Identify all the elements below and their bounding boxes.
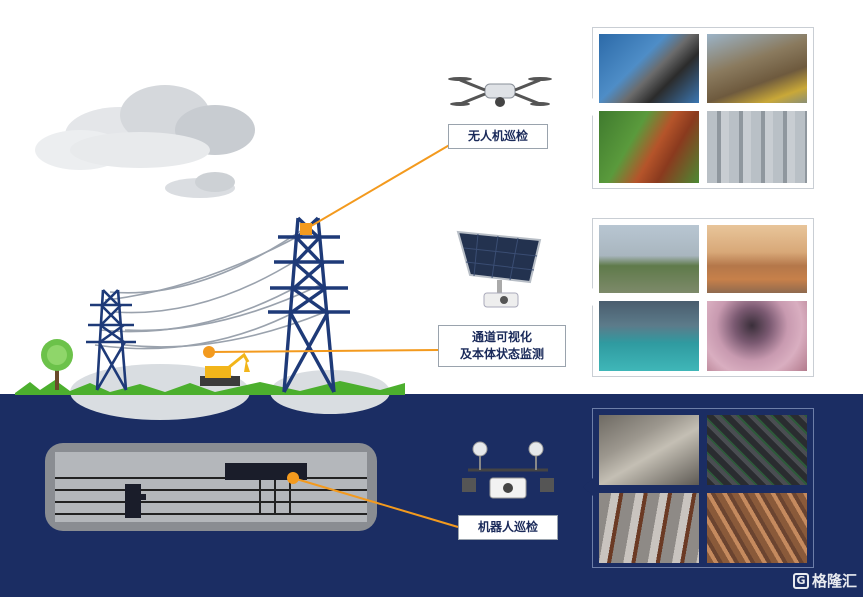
solar-camera-icon	[456, 230, 542, 308]
photo-cable-rack	[707, 415, 807, 485]
tree	[41, 339, 73, 390]
label-channel-monitoring: 通道可视化 及本体状态监测	[438, 325, 566, 367]
small-tower	[86, 289, 136, 391]
watermark: G 格隆汇	[792, 570, 857, 591]
photo-fire-smoke	[707, 301, 807, 371]
photo-construction-crane	[599, 225, 699, 293]
connector-lines	[208, 139, 459, 528]
photo-insulator-red	[599, 111, 699, 183]
label-robot-inspection: 机器人巡检	[458, 515, 558, 540]
cloud-small	[165, 172, 235, 198]
label-channel-line2: 及本体状态监测	[459, 347, 544, 361]
big-tower	[268, 216, 350, 393]
label-drone-inspection: 无人机巡检	[448, 124, 548, 149]
drone-icon	[448, 77, 552, 107]
photo-tower-bolts	[599, 34, 699, 103]
photo-panel-robot	[592, 408, 814, 568]
photo-panel-robot-pointer	[583, 478, 593, 496]
photo-cable-joints	[599, 493, 699, 563]
photo-panel-channel-pointer	[583, 288, 593, 306]
photo-copper-cables	[707, 493, 807, 563]
excavator-icon	[200, 352, 250, 386]
inspection-robot-icon	[462, 441, 554, 499]
watermark-text: 格隆汇	[811, 572, 857, 590]
cable-tunnel	[45, 443, 377, 531]
photo-excavator-site	[707, 225, 807, 293]
watermark-logo-icon: G	[792, 572, 809, 589]
cloud-large	[35, 85, 255, 170]
label-channel-line1: 通道可视化	[471, 330, 532, 344]
photo-panel-channel	[592, 218, 814, 377]
connector-dots	[203, 223, 312, 484]
photo-panel-drone-pointer	[583, 98, 593, 116]
photo-bird-nest	[707, 34, 807, 103]
photo-panel-drone	[592, 27, 814, 189]
grass-strip	[15, 380, 405, 395]
label-drone-text: 无人机巡检	[467, 129, 528, 143]
label-robot-text: 机器人巡检	[477, 520, 538, 534]
photo-insulator-gray	[707, 111, 807, 183]
photo-river-crossing	[599, 301, 699, 371]
photo-tunnel-box	[599, 415, 699, 485]
